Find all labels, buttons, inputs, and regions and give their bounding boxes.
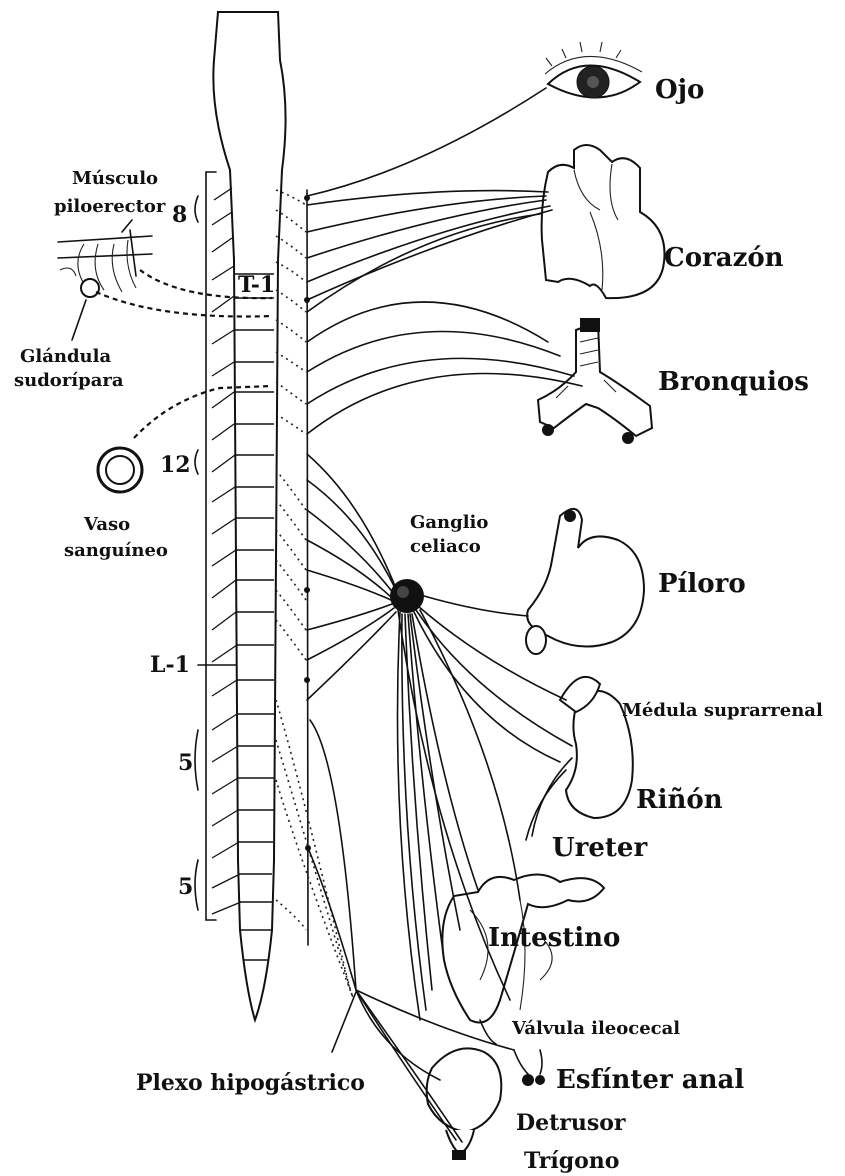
label-bronquios: Bronquios [658, 367, 809, 397]
stomach-organ [526, 509, 644, 654]
label-trigono: Trígono [524, 1148, 619, 1174]
marker-s5: 5 [178, 874, 193, 900]
anal-sphincter-organ [514, 1050, 545, 1086]
label-ganglio-line2: celiaco [410, 536, 481, 557]
marker-t12: 12 [160, 452, 191, 478]
celiac-ganglion [390, 579, 424, 613]
label-musculo-line1: Músculo [72, 168, 158, 189]
label-ojo: Ojo [655, 75, 704, 105]
label-musculo-line2: piloerector [54, 196, 166, 217]
spinal-cord [213, 12, 285, 1020]
label-esfinter: Esfínter anal [556, 1065, 744, 1095]
label-medula: Médula suprarrenal [622, 700, 823, 721]
label-glandula-line1: Glándula [20, 346, 111, 367]
label-intestino: Intestino [488, 923, 620, 953]
label-ureter: Ureter [552, 833, 647, 863]
eye-organ [545, 42, 642, 98]
label-plexo: Plexo hipogástrico [136, 1070, 365, 1096]
sympathetic-chain [304, 190, 311, 945]
marker-c8: 8 [172, 202, 187, 228]
preganglionic-dotted-fibers [276, 190, 354, 1000]
postganglionic-fibers-thoracic [307, 88, 582, 434]
label-detrusor: Detrusor [516, 1110, 626, 1136]
label-corazon: Corazón [664, 243, 784, 273]
splanchnic-fibers [307, 454, 396, 700]
marker-l5: 5 [178, 750, 193, 776]
label-vaso-line2: sanguíneo [64, 540, 168, 561]
label-piloro: Píloro [658, 569, 746, 599]
bladder-organ [427, 1048, 502, 1160]
label-glandula-line2: sudorípara [14, 370, 124, 391]
label-rinon: Riñón [636, 785, 723, 815]
kidney-organ [526, 677, 633, 840]
blood-vessel [98, 448, 142, 492]
skin-sample [58, 220, 152, 297]
marker-t1: T-1 [238, 272, 275, 298]
label-valvula: Válvula ileocecal [511, 1018, 680, 1039]
heart-organ [542, 145, 665, 298]
label-vaso-line1: Vaso [83, 514, 130, 535]
gland-pointer [72, 300, 86, 340]
marker-l1: L-1 [150, 652, 190, 678]
bronchi-organ [538, 318, 652, 444]
label-ganglio-line1: Ganglio [410, 512, 488, 533]
